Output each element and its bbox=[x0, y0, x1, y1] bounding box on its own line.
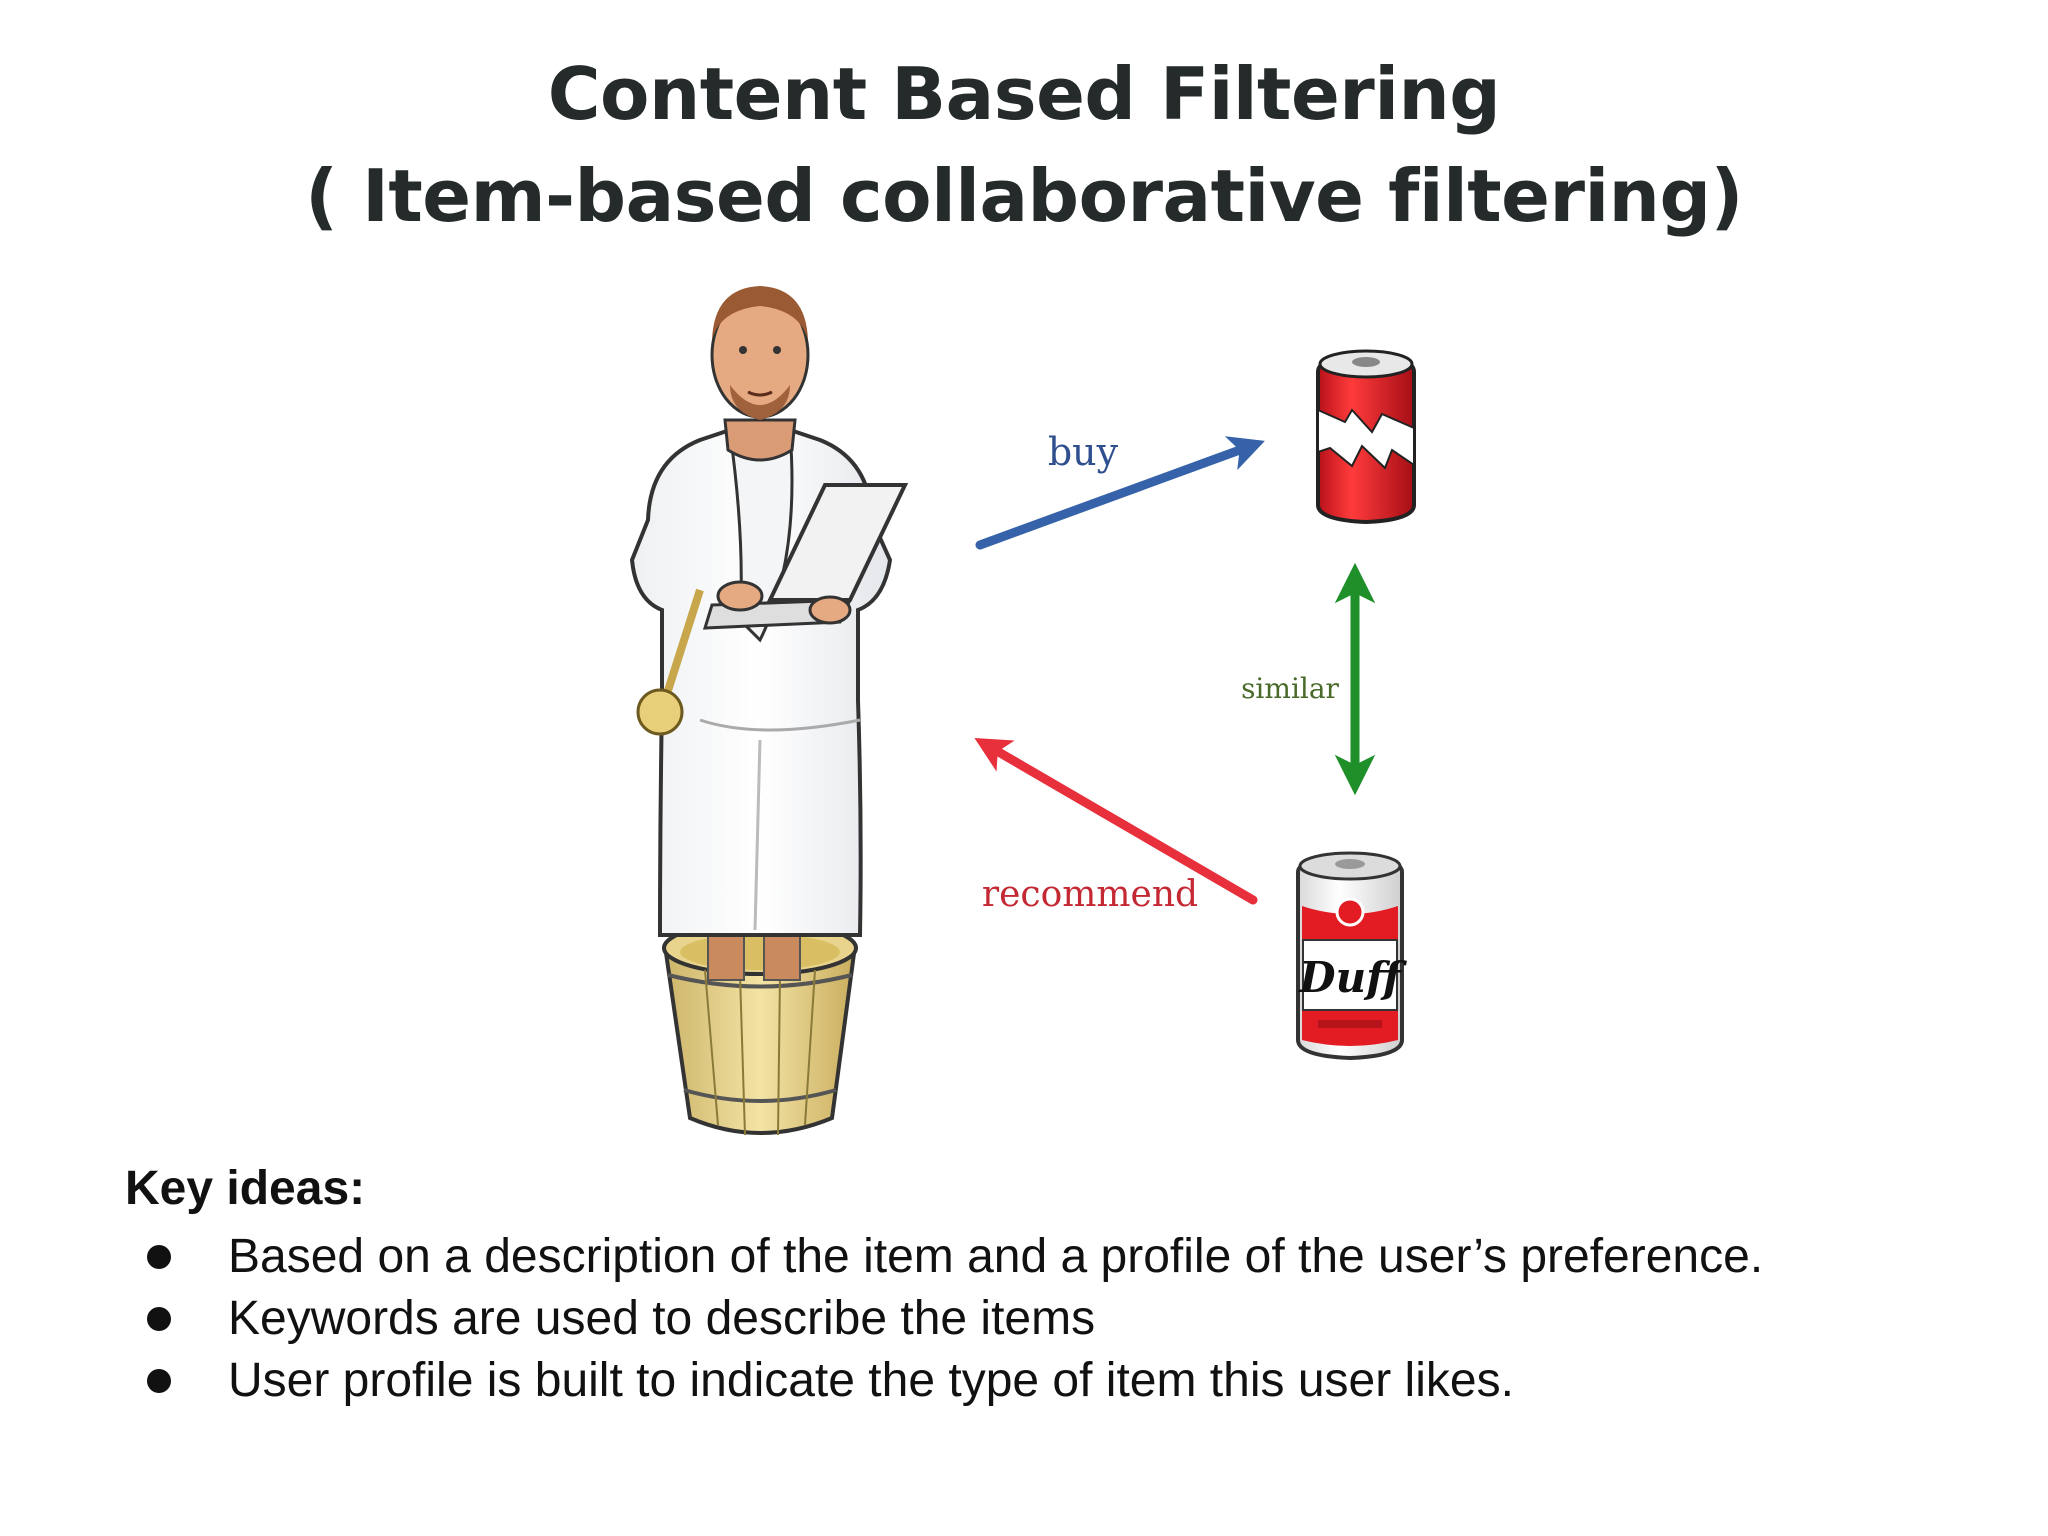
wooden-bucket bbox=[662, 920, 858, 1136]
can-brand-label: Duff bbox=[1298, 953, 1407, 1002]
list-item-text: Keywords are used to describe the items bbox=[228, 1292, 1096, 1345]
laptop-icon bbox=[702, 483, 909, 630]
list-item-text: User profile is built to indicate the ty… bbox=[228, 1354, 1514, 1407]
recommend-label: recommend bbox=[982, 874, 1198, 915]
ladle-icon bbox=[636, 588, 704, 736]
buy-arrow bbox=[975, 436, 1265, 550]
slide-title: Content Based Filtering bbox=[547, 52, 1501, 136]
bullet-icon bbox=[147, 1307, 171, 1331]
bullet-icon bbox=[147, 1369, 171, 1393]
list-item-text: Based on a description of the item and a… bbox=[228, 1230, 1764, 1283]
person-head bbox=[710, 286, 810, 462]
key-ideas-heading: Key ideas: bbox=[125, 1162, 366, 1215]
person-illustration bbox=[629, 286, 909, 1136]
similar-label: similar bbox=[1241, 672, 1339, 705]
buy-label: buy bbox=[1048, 430, 1119, 474]
recommend-arrow bbox=[974, 737, 1258, 905]
slide-subtitle: ( Item-based collaborative filtering) bbox=[305, 154, 1743, 238]
red-soda-can bbox=[1316, 349, 1416, 525]
duff-beer-can: Duff bbox=[1296, 851, 1407, 1061]
bullet-icon bbox=[147, 1245, 171, 1269]
